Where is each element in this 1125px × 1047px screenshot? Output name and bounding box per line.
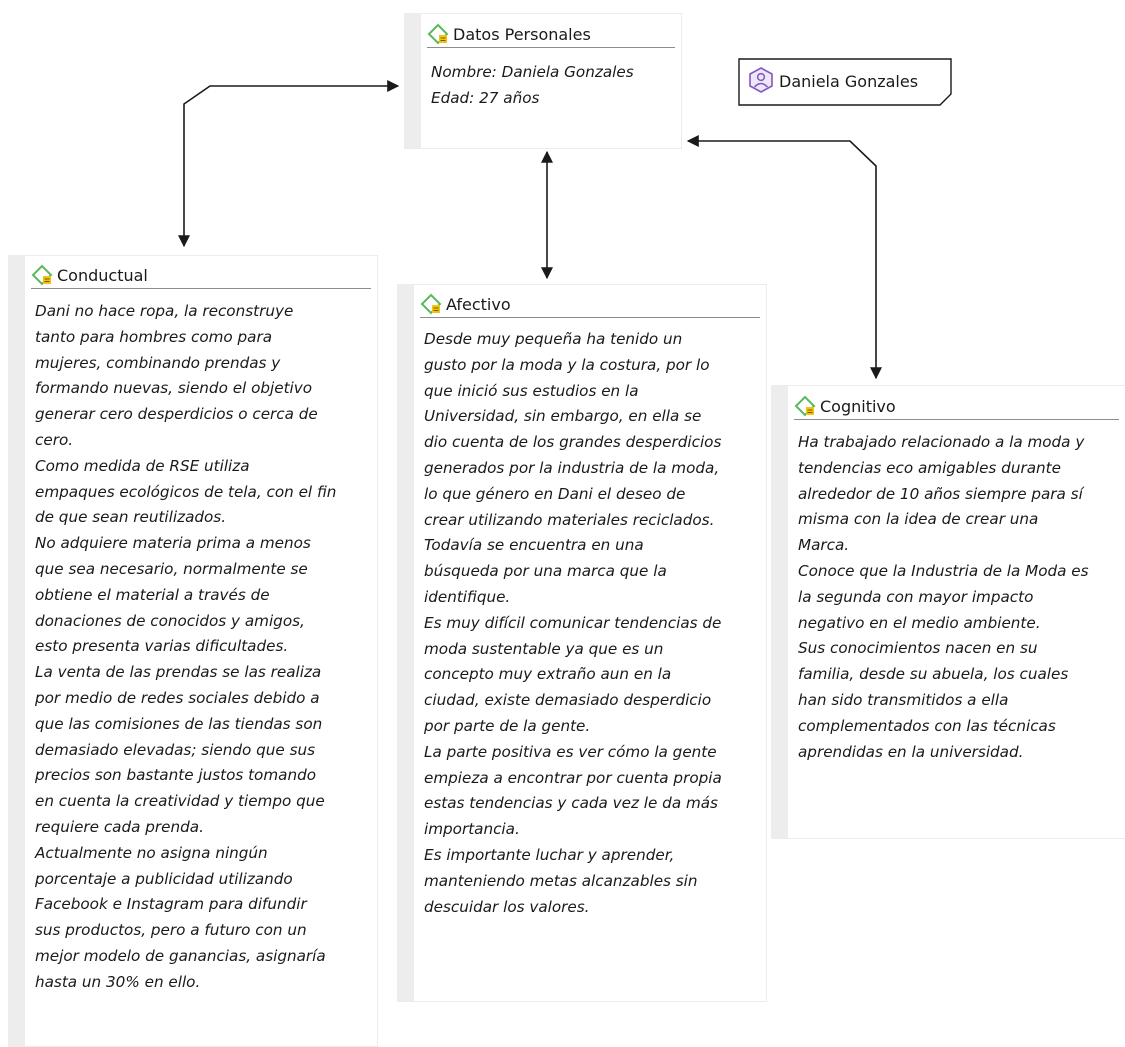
body-line: estas tendencias y cada vez le da más [424, 794, 718, 813]
body-line: Ha trabajado relacionado a la moda y [798, 433, 1085, 451]
body-line: Facebook e Instagram para difundir [35, 895, 307, 914]
person-tag[interactable]: Daniela Gonzales [737, 57, 955, 107]
node-header: Datos Personales [427, 21, 675, 48]
body-line: Como medida de RSE utiliza [35, 456, 250, 475]
body-line: hasta un 30% en ello. [35, 972, 201, 991]
node-header: Conductual [31, 262, 371, 289]
node-title: Afectivo [446, 294, 511, 314]
node-body: Ha trabajado relacionado a la moda y tend… [798, 430, 1125, 765]
memo-icon [31, 264, 53, 286]
body-line: Desde muy pequeña ha tenido un [424, 330, 683, 348]
body-line: han sido transmitidos a ella [798, 690, 1009, 709]
body-line: esto presenta varias dificultades. [35, 637, 289, 656]
body-line: Marca. [798, 536, 850, 555]
body-line: que inició sus estudios en la [424, 381, 639, 400]
body-line: formando nuevas, siendo el objetivo [35, 379, 313, 398]
body-line: gusto por la moda y la costura, por lo [424, 355, 710, 374]
person-icon [749, 67, 773, 93]
body-line: por medio de redes sociales debido a [35, 688, 320, 707]
body-line: Es importante luchar y aprender, [424, 845, 675, 864]
node-conductual[interactable]: Conductual Dani no hace ropa, la reconst… [8, 255, 378, 1047]
body-line: empieza a encontrar por cuenta propia [424, 768, 722, 787]
body-line: manteniendo metas alcanzables sin [424, 871, 698, 890]
node-side-bar [9, 256, 25, 1046]
body-line: requiere cada prenda. [35, 817, 204, 836]
body-line: concepto muy extraño aun en la [424, 665, 672, 684]
node-side-bar [772, 386, 788, 838]
body-line: tanto para hombres como para [35, 327, 273, 346]
body-line: Conoce que la Industria de la Moda es [798, 561, 1089, 580]
node-title: Conductual [57, 265, 148, 285]
node-datos-personales[interactable]: Datos Personales Nombre: Daniela Gonzale… [404, 13, 682, 149]
body-line: obtiene el material a través de [35, 585, 270, 604]
node-title: Datos Personales [453, 24, 591, 44]
body-line: búsqueda por una marca que la [424, 562, 667, 581]
body-line: tendencias eco amigables durante [798, 458, 1061, 477]
body-line: negativo en el medio ambiente. [798, 613, 1041, 632]
node-body: Desde muy pequeña ha tenido un gusto por … [424, 327, 762, 920]
memo-icon [420, 293, 442, 315]
body-line: por parte de la gente. [424, 716, 591, 735]
body-line: mejor modelo de ganancias, asignaría [35, 946, 326, 965]
body-line: que sea necesario, normalmente se [35, 559, 308, 578]
body-line: Nombre: Daniela Gonzales [431, 63, 634, 81]
memo-icon [794, 395, 816, 417]
body-line: mujeres, combinando prendas y [35, 353, 281, 372]
body-line: cero. [35, 430, 74, 449]
node-afectivo[interactable]: Afectivo Desde muy pequeña ha tenido un g… [397, 284, 767, 1002]
body-line: en cuenta la creatividad y tiempo que [35, 792, 325, 811]
body-line: que las comisiones de las tiendas son [35, 714, 323, 733]
body-line: donaciones de conocidos y amigos, [35, 611, 305, 630]
person-tag-label: Daniela Gonzales [779, 72, 919, 91]
body-line: Todavía se encuentra en una [424, 536, 644, 555]
node-side-bar [405, 14, 421, 148]
body-line: La parte positiva es ver cómo la gente [424, 742, 717, 761]
body-line: la segunda con mayor impacto [798, 587, 1034, 606]
body-line: generados por la industria de la moda, [424, 458, 720, 477]
node-header: Afectivo [420, 291, 760, 318]
body-line: aprendidas en la universidad. [798, 742, 1024, 761]
link-datos-cognitivo[interactable] [686, 135, 882, 380]
body-line: empaques ecológicos de tela, con el fin [35, 482, 337, 501]
body-line: familia, desde su abuela, los cuales [798, 665, 1069, 684]
node-title: Cognitivo [820, 396, 896, 416]
body-line: generar cero desperdicios o cerca de [35, 405, 318, 424]
body-line: Dani no hace ropa, la reconstruye [35, 302, 294, 320]
link-datos-conductual[interactable] [178, 80, 400, 248]
body-line: importancia. [424, 820, 520, 839]
node-body: Dani no hace ropa, la reconstruye tanto p… [35, 299, 373, 996]
body-line: Es muy difícil comunicar tendencias de [424, 613, 722, 632]
body-line: porcentaje a publicidad utilizando [35, 869, 293, 888]
body-line: dio cuenta de los grandes desperdicios [424, 433, 722, 452]
memo-icon [427, 23, 449, 45]
body-line: sus productos, pero a futuro con un [35, 921, 307, 940]
body-line: Actualmente no asigna ningún [35, 843, 268, 862]
body-line: No adquiere materia prima a menos [35, 534, 311, 553]
body-line: identifique. [424, 587, 511, 606]
body-line: moda sustentable ya que es un [424, 639, 664, 658]
body-line: crear utilizando materiales reciclados. [424, 510, 715, 529]
body-line: lo que género en Dani el deseo de [424, 484, 686, 503]
body-line: Universidad, sin embargo, en ella se [424, 407, 702, 426]
body-line: Edad: 27 años [431, 88, 540, 107]
body-line: Sus conocimientos nacen en su [798, 639, 1038, 658]
body-line: alrededor de 10 años siempre para sí [798, 484, 1083, 503]
body-line: de que sean reutilizados. [35, 508, 227, 527]
node-header: Cognitivo [794, 393, 1119, 420]
body-line: precios son bastante justos tomando [35, 766, 317, 785]
body-line: La venta de las prendas se las realiza [35, 663, 322, 682]
tag-outline [738, 58, 952, 106]
node-cognitivo[interactable]: Cognitivo Ha trabajado relacionado a la … [771, 385, 1125, 839]
body-line: complementados con las técnicas [798, 716, 1056, 735]
body-line: descuidar los valores. [424, 897, 590, 916]
body-line: ciudad, existe demasiado desperdicio [424, 691, 712, 710]
body-line: demasiado elevadas; siendo que sus [35, 740, 316, 759]
body-line: misma con la idea de crear una [798, 510, 1039, 529]
node-side-bar [398, 285, 414, 1001]
